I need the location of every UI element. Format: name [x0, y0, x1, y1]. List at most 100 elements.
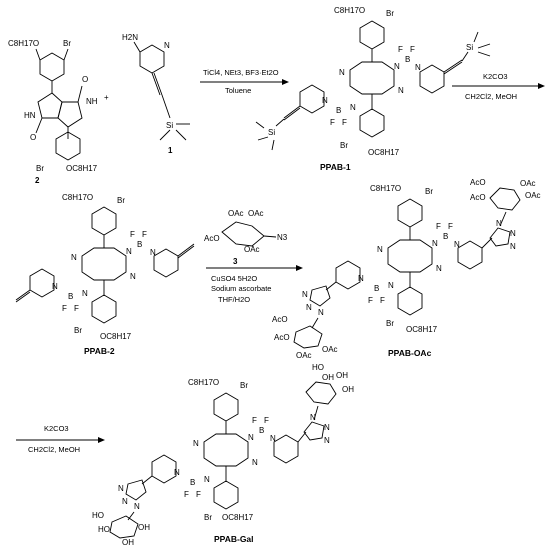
- ppaboac-trz-n1: N: [510, 229, 516, 238]
- ppab2-n6: N: [52, 282, 58, 291]
- plus-sign: +: [104, 93, 109, 102]
- arrow-4: K2CO3 CH2Cl2, MeOH: [16, 424, 105, 454]
- arrow-2: K2CO3 CH2Cl2, MeOH: [452, 72, 545, 101]
- c2-right-lactam: [57, 101, 83, 128]
- c1-si: Si: [166, 121, 173, 130]
- ppaboac-n1: N: [432, 239, 438, 248]
- ppab1-aryl-bot: [359, 108, 385, 138]
- ppab2-n4: N: [71, 253, 77, 262]
- ppaboac-f3: F: [368, 296, 373, 305]
- ppab2-aryl-top: [91, 206, 117, 236]
- ppabgal-b1: B: [259, 426, 264, 435]
- ppaboac-br-top: Br: [425, 187, 433, 196]
- c3-oac-1: OAc: [228, 209, 244, 218]
- compound-2: C8H17O Br HN NH O O Br OC8H17 2: [8, 39, 98, 185]
- ppab1-n4: N: [339, 68, 345, 77]
- ppabgal-octoxy-bot: OC8H17: [222, 513, 254, 522]
- ppabgal-oh-t2: OH: [322, 373, 334, 382]
- c3-label: 3: [233, 257, 238, 266]
- ppab1-py-right: [419, 64, 445, 94]
- ppab1-br-top: Br: [386, 9, 394, 18]
- c3-oac-2: OAc: [248, 209, 264, 218]
- ppab1-n6: N: [322, 96, 328, 105]
- ppab1-octoxy-top: C8H17O: [334, 6, 365, 15]
- ppaboac-aryl-top: [397, 198, 423, 228]
- c3-n3: N3: [277, 233, 288, 242]
- ppab2-py-right: [153, 248, 179, 278]
- ppabgal-n1: N: [248, 433, 254, 442]
- arrow-1-reagents: TiCl4, NEt3, BF3·Et2O: [203, 68, 279, 77]
- ppabgal-trzl-n3: N: [134, 502, 140, 511]
- c2-br-top: Br: [63, 39, 71, 48]
- ppab2-n1: N: [126, 247, 132, 256]
- arrow-3-line3: THF/H2O: [218, 295, 250, 304]
- ppabgal-ho-b2: HO: [98, 525, 110, 534]
- ppab1-py-left: [299, 84, 325, 114]
- ppaboac-n5: N: [388, 281, 394, 290]
- c2-aryl-bot-ring: [55, 131, 81, 161]
- ppab1-f4: F: [342, 118, 347, 127]
- ppaboac-trz-n2: N: [510, 242, 516, 251]
- ppaboac-f4: F: [380, 296, 385, 305]
- arrow-2-reagent: K2CO3: [483, 72, 508, 81]
- ppabgal-oh-t1: HO: [312, 363, 324, 372]
- ppaboac-b1: B: [443, 232, 448, 241]
- ppaboac-br-bot: Br: [386, 319, 394, 328]
- ppaboac-octoxy-top: C8H17O: [370, 184, 401, 193]
- ppabgal-trzl-n1: N: [118, 484, 124, 493]
- ppabgal-label: PPAB-Gal: [214, 534, 254, 544]
- ppabgal-py-left: [151, 454, 177, 484]
- ppab1-f2: F: [410, 45, 415, 54]
- arrow-3-line2: Sodium ascorbate: [211, 284, 271, 293]
- ppaboac-octoxy-bot: OC8H17: [406, 325, 438, 334]
- c3-oac-4: OAc: [244, 245, 260, 254]
- ppaboac-aryl-bot: [397, 286, 423, 316]
- ppaboac-trzl-n1: N: [302, 290, 308, 299]
- ppab1-b2: B: [336, 106, 341, 115]
- ppabgal-f1: F: [252, 416, 257, 425]
- ppabgal-n5: N: [204, 475, 210, 484]
- ppabgal-aryl-bot: [213, 480, 239, 510]
- compound-ppab-oac: C8H17O Br N B F F N N N N N AcO AcO OAc …: [272, 178, 541, 360]
- ppabgal-oh-b3: OH: [138, 523, 150, 532]
- ppabgal-ho-b1: HO: [92, 511, 104, 520]
- ppabgal-trzl-n2: N: [122, 497, 128, 506]
- c2-aryl-top-ring: [39, 52, 65, 82]
- ppab1-si-left: Si: [268, 128, 275, 137]
- c2-nh-right: NH: [86, 97, 98, 106]
- ppab1-f1: F: [398, 45, 403, 54]
- ppab1-n3: N: [398, 86, 404, 95]
- ppab1-octoxy-bot: OC8H17: [368, 148, 400, 157]
- ppab1-n5: N: [350, 103, 356, 112]
- ppaboac-py-right: [457, 240, 483, 270]
- compound-ppab2: C8H17O Br N B F F N N N N B F F N Br OC8…: [15, 193, 195, 356]
- ppaboac-py-left: [335, 260, 361, 290]
- c1-n: N: [164, 41, 170, 50]
- ppaboac-aco-b1: AcO: [272, 315, 288, 324]
- ppab2-br-bot: Br: [74, 326, 82, 335]
- arrow-3: CuSO4 5H2O Sodium ascorbate THF/H2O: [206, 265, 303, 304]
- ppaboac-triazole-left: [309, 285, 331, 307]
- ppabgal-br-top: Br: [240, 381, 248, 390]
- ppabgal-core: [203, 433, 249, 467]
- ppaboac-oac-t4: OAc: [525, 191, 541, 200]
- ppaboac-n6: N: [358, 274, 364, 283]
- ppabgal-triazole-right: [303, 421, 325, 441]
- ppab1-core: [349, 61, 395, 95]
- ppab2-br-top: Br: [117, 196, 125, 205]
- ppab1-b1: B: [405, 55, 410, 64]
- ppabgal-trz-n1: N: [324, 423, 330, 432]
- ppabgal-n4: N: [193, 439, 199, 448]
- ppabgal-b2: B: [190, 478, 195, 487]
- ppaboac-core: [387, 239, 433, 273]
- ppaboac-aco-t1: AcO: [470, 178, 486, 187]
- ppabgal-py-right: [273, 434, 299, 464]
- ppaboac-aco-b2: AcO: [274, 333, 290, 342]
- c3-aco: AcO: [204, 234, 220, 243]
- c2-left-lactam: [37, 92, 63, 119]
- c1-pyridine-ring: [139, 44, 165, 74]
- ppaboac-trzl-n3: N: [318, 308, 324, 317]
- ppaboac-f1: F: [436, 222, 441, 231]
- ppabgal-octoxy-top: C8H17O: [188, 378, 219, 387]
